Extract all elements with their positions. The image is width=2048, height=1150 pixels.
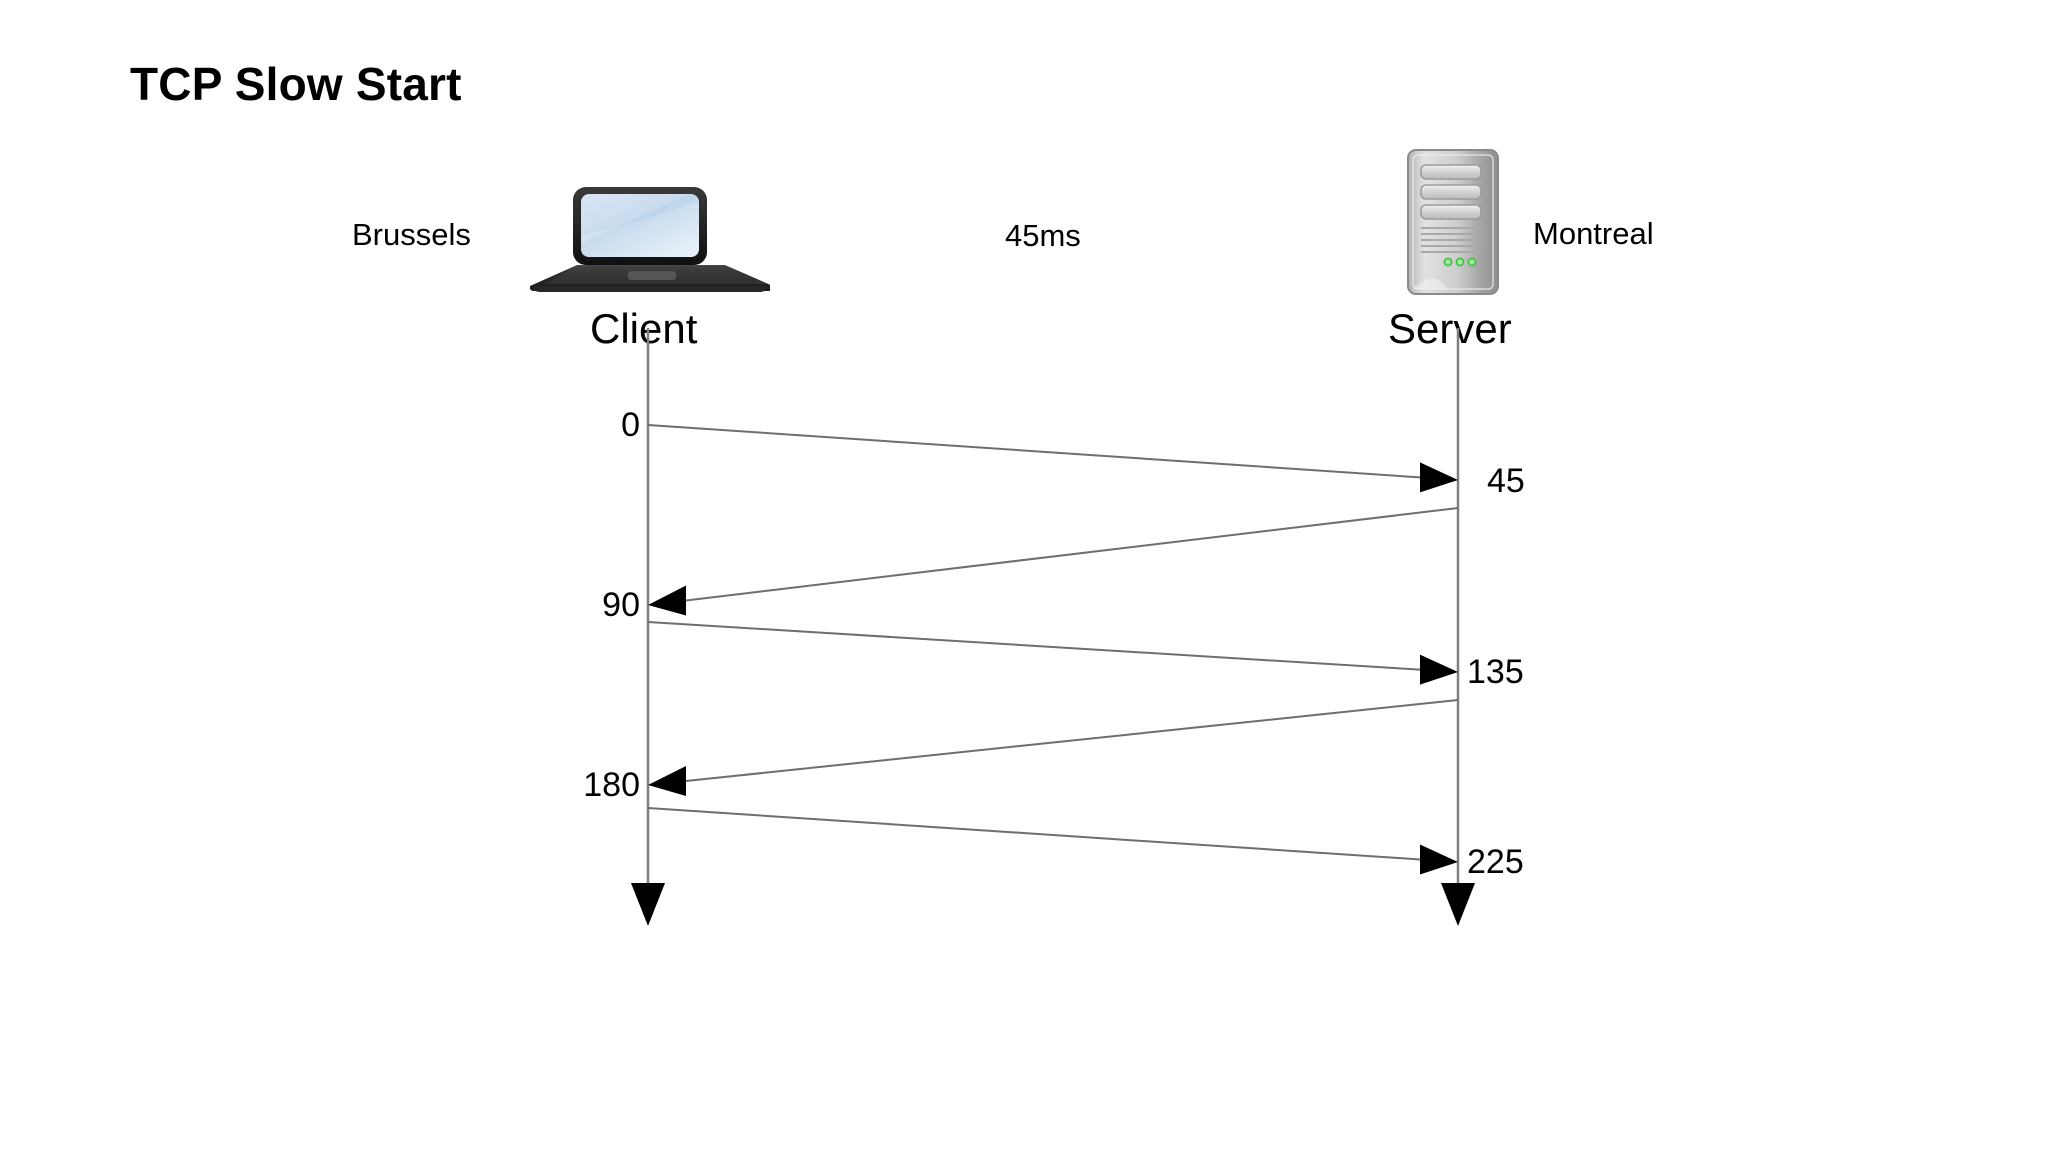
actor-city-client: Brussels xyxy=(352,217,471,252)
lifeline-terminator-client xyxy=(631,883,665,926)
server-tower-icon xyxy=(1404,148,1502,296)
timestamp-label-135: 135 xyxy=(1467,653,1524,691)
message-arrowhead-0 xyxy=(1420,462,1458,493)
message-arrowhead-2 xyxy=(1420,654,1458,685)
message-arrowhead-1 xyxy=(648,585,686,616)
page-title: TCP Slow Start xyxy=(130,58,462,110)
actor-name-server: Server xyxy=(1388,305,1512,352)
timestamp-label-45: 45 xyxy=(1487,462,1525,500)
message-line-1 xyxy=(685,507,1459,602)
timestamp-label-225: 225 xyxy=(1467,843,1524,881)
lifelines-group xyxy=(631,328,1475,926)
message-line-0 xyxy=(647,424,1421,479)
server-led-group xyxy=(1443,257,1477,267)
timestamp-label-90: 90 xyxy=(602,586,640,624)
message-line-2 xyxy=(647,621,1421,671)
timestamp-label-0: 0 xyxy=(621,406,640,444)
actor-name-client: Client xyxy=(590,305,698,352)
messages-group xyxy=(647,424,1459,875)
message-arrowhead-4 xyxy=(1420,844,1458,875)
message-line-4 xyxy=(647,807,1421,861)
timestamp-label-180: 180 xyxy=(583,766,640,804)
latency-label: 45ms xyxy=(1005,218,1081,253)
message-arrowhead-3 xyxy=(648,766,686,797)
message-line-3 xyxy=(685,699,1459,783)
laptop-icon xyxy=(529,185,774,295)
lifeline-terminator-server xyxy=(1441,883,1475,926)
actor-city-server: Montreal xyxy=(1533,216,1654,251)
